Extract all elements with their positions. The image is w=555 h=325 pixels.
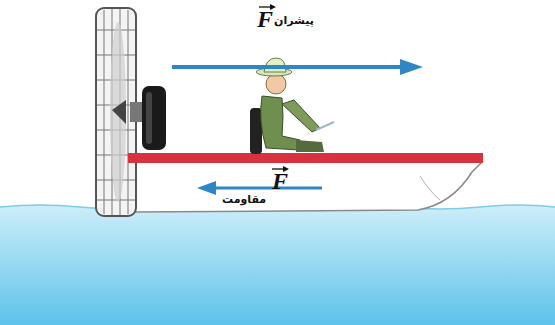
driver <box>250 58 334 154</box>
force-name: پیشران <box>274 14 314 27</box>
hull <box>128 162 482 212</box>
force-name: مقاومت <box>222 193 266 206</box>
force-symbol: F <box>272 168 288 195</box>
force-symbol: F <box>257 6 273 33</box>
hull-line <box>420 176 440 200</box>
thrust-arrow <box>172 59 423 75</box>
resistance-arrow <box>197 181 322 195</box>
deck <box>128 153 483 163</box>
engine <box>130 86 166 150</box>
water <box>0 205 555 325</box>
